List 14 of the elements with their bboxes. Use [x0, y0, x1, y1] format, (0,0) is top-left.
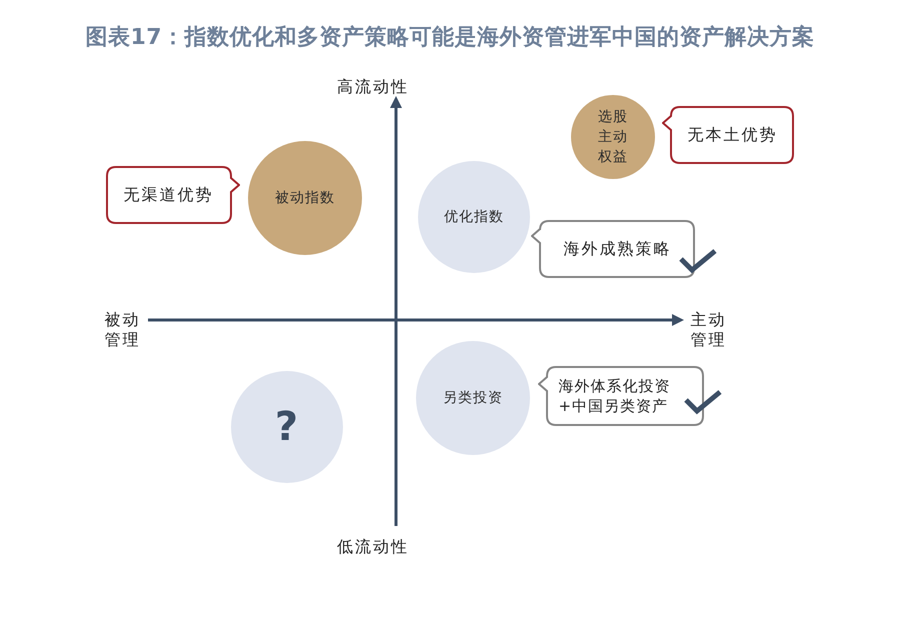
strategy-circle: 优化指数 [418, 161, 530, 273]
strategy-circle: ? [231, 371, 343, 483]
strategy-circle: 被动指数 [248, 141, 362, 255]
strategy-circle: 选股主动权益 [571, 95, 655, 179]
chart-title: 图表17：指数优化和多资产策略可能是海外资管进军中国的资产解决方案 [84, 24, 816, 52]
axis-label: 高流动性 [336, 77, 410, 97]
axis-label: 主动管理 [690, 310, 727, 350]
strategy-circle: 另类投资 [416, 341, 530, 455]
speech-bubble: 海外成熟策略 [531, 220, 695, 278]
axis-label: 被动管理 [104, 310, 141, 350]
speech-bubble: 无渠道优势 [106, 166, 240, 224]
axis-label: 低流动性 [336, 537, 410, 557]
speech-bubble: 海外体系化投资+中国另类资产 [538, 366, 704, 426]
speech-bubble: 无本土优势 [662, 106, 794, 164]
